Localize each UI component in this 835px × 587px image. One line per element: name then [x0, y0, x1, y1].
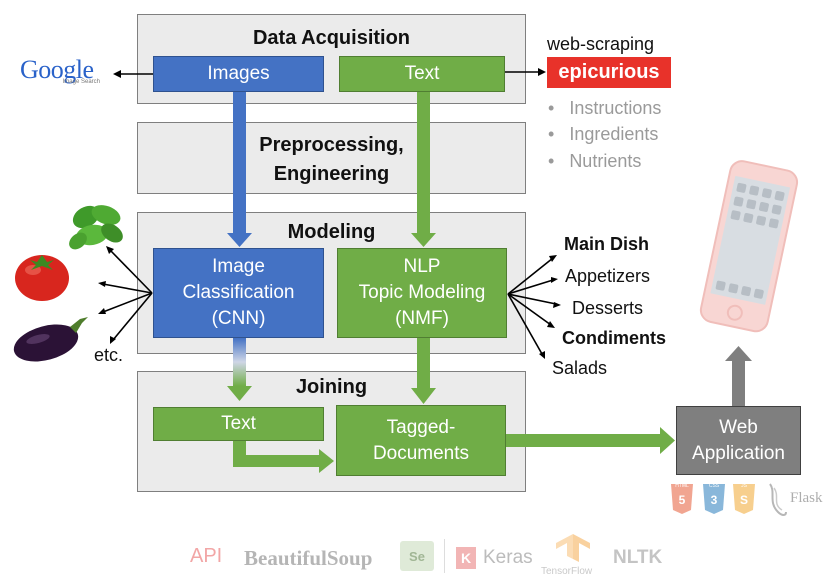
epicurious-logo: epicurious — [547, 57, 671, 88]
svg-text:5: 5 — [679, 493, 686, 507]
web-scraping-label: web-scraping — [547, 34, 655, 54]
images-label: Images — [207, 63, 270, 84]
text-source-box: Text — [339, 56, 505, 92]
basil-icon — [69, 205, 123, 250]
preprocessing-title-2: Engineering — [273, 163, 390, 185]
nlp-line-2: Topic Modeling — [358, 282, 486, 303]
tools-divider — [444, 539, 445, 573]
nlp-line-1: NLP — [403, 256, 441, 277]
scraped-item-2: • Ingredients — [548, 124, 659, 144]
tomato-icon — [15, 255, 69, 301]
web-application-box: Web Application — [676, 406, 801, 475]
html-label: HTML — [675, 483, 689, 489]
web-application-line-1: Web — [719, 416, 758, 438]
google-sub: Image Search — [62, 79, 100, 85]
joining-title: Joining — [295, 376, 368, 398]
selenium-label: Se — [409, 548, 425, 564]
css3-icon: 3 CSS — [702, 483, 726, 514]
flask-icon: Flask — [766, 482, 830, 518]
svg-text:S: S — [740, 493, 748, 507]
beautifulsoup-logo: BeautifulSoup — [244, 546, 373, 570]
nlp-box: NLP Topic Modeling (NMF) — [337, 248, 507, 338]
css-label: CSS — [708, 483, 720, 489]
scraped-item-text: Nutrients — [569, 151, 642, 171]
tagged-documents-line-2: Documents — [372, 442, 470, 464]
text-source-label: Text — [404, 63, 440, 84]
html5-icon: 5 HTML — [670, 483, 694, 514]
selenium-icon: Se — [400, 541, 434, 571]
etc-label: etc. — [94, 345, 124, 365]
text-join-label: Text — [221, 413, 256, 434]
scraped-item-text: Ingredients — [569, 124, 659, 144]
web-application-line-2: Application — [692, 442, 785, 464]
keras-label: Keras — [483, 547, 533, 568]
image-classification-line-3: (CNN) — [211, 308, 266, 329]
js-label: JS — [741, 483, 747, 489]
preprocessing-panel: Preprocessing, Engineering — [137, 122, 526, 194]
images-box: Images — [153, 56, 324, 92]
google-logo: Google Image Search — [20, 56, 110, 90]
image-classification-line-1: Image — [212, 256, 265, 277]
keras-icon: K — [456, 547, 476, 569]
category-appetizers: Appetizers — [565, 266, 651, 286]
eggplant-icon — [13, 317, 88, 362]
image-classification-line-2: Classification — [182, 282, 295, 303]
preprocessing-title-1: Preprocessing, — [259, 134, 404, 156]
category-salads: Salads — [552, 358, 608, 378]
text-join-box: Text — [153, 407, 324, 441]
image-classification-box: Image Classification (CNN) — [153, 248, 324, 338]
smartphone-icon — [699, 160, 799, 333]
tagged-documents-line-1: Tagged- — [386, 416, 456, 438]
google-wordmark: Google — [20, 55, 94, 84]
category-desserts: Desserts — [572, 298, 644, 318]
scraped-item-3: • Nutrients — [548, 151, 642, 171]
modeling-title: Modeling — [287, 221, 376, 243]
scraped-item-1: • Instructions — [548, 98, 662, 118]
nltk-logo: NLTK — [613, 547, 663, 568]
js-icon: S JS — [732, 483, 756, 514]
category-main-dish: Main Dish — [564, 234, 650, 254]
keras-k: K — [460, 550, 472, 566]
tensorflow-icon — [556, 534, 590, 562]
acquisition-title: Data Acquisition — [252, 27, 411, 49]
epicurious-wordmark: epicurious — [558, 61, 660, 83]
scraped-item-text: Instructions — [569, 98, 662, 118]
tensorflow-label: TensorFlow — [541, 566, 593, 577]
category-condiments: Condiments — [562, 328, 667, 348]
api-logo: API — [190, 545, 223, 567]
tagged-documents-box: Tagged- Documents — [336, 405, 506, 476]
nlp-line-3: (NMF) — [395, 308, 449, 329]
svg-text:3: 3 — [711, 493, 718, 507]
flask-label: Flask — [790, 490, 823, 506]
